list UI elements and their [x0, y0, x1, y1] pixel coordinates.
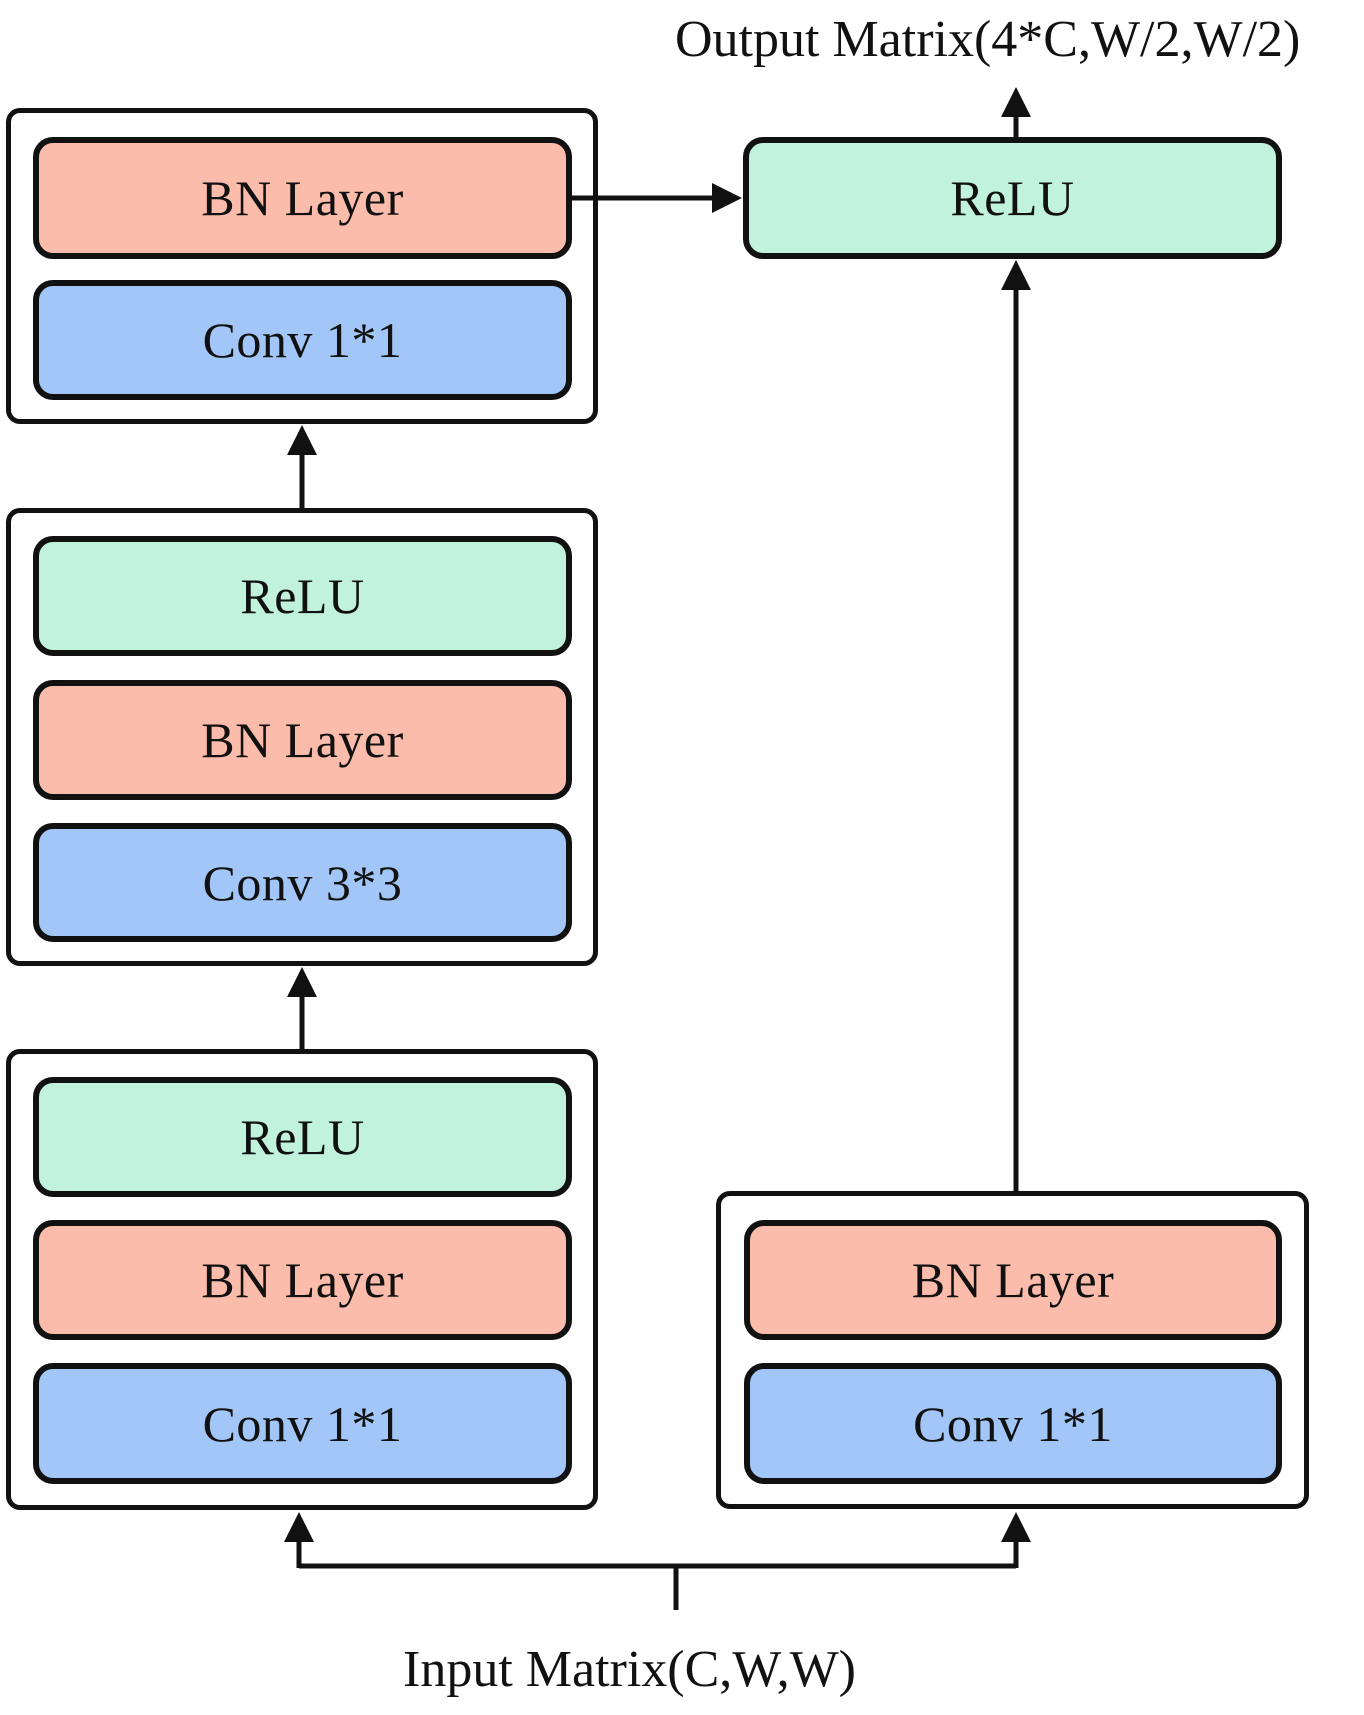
main-stage2-relu-block: ReLU — [33, 536, 572, 656]
shortcut-bn-block: BN Layer — [744, 1220, 1282, 1340]
output-matrix-label: Output Matrix(4*C,W/2,W/2) — [675, 11, 1301, 68]
main-stage2-conv-block: Conv 3*3 — [33, 823, 572, 942]
main-stage1-conv-block: Conv 1*1 — [33, 1363, 572, 1484]
main-stage1-bn-block: BN Layer — [33, 1220, 572, 1340]
main-stage3-conv-block: Conv 1*1 — [33, 280, 572, 400]
main-stage3-bn-block: BN Layer — [33, 137, 572, 259]
shortcut-conv-block: Conv 1*1 — [744, 1363, 1282, 1484]
merge-relu-block: ReLU — [743, 137, 1282, 259]
main-stage2-bn-block: BN Layer — [33, 680, 572, 800]
input-matrix-label: Input Matrix(C,W,W) — [403, 1641, 856, 1698]
main-stage1-relu-block: ReLU — [33, 1077, 572, 1197]
input-split-line — [299, 1563, 1016, 1610]
